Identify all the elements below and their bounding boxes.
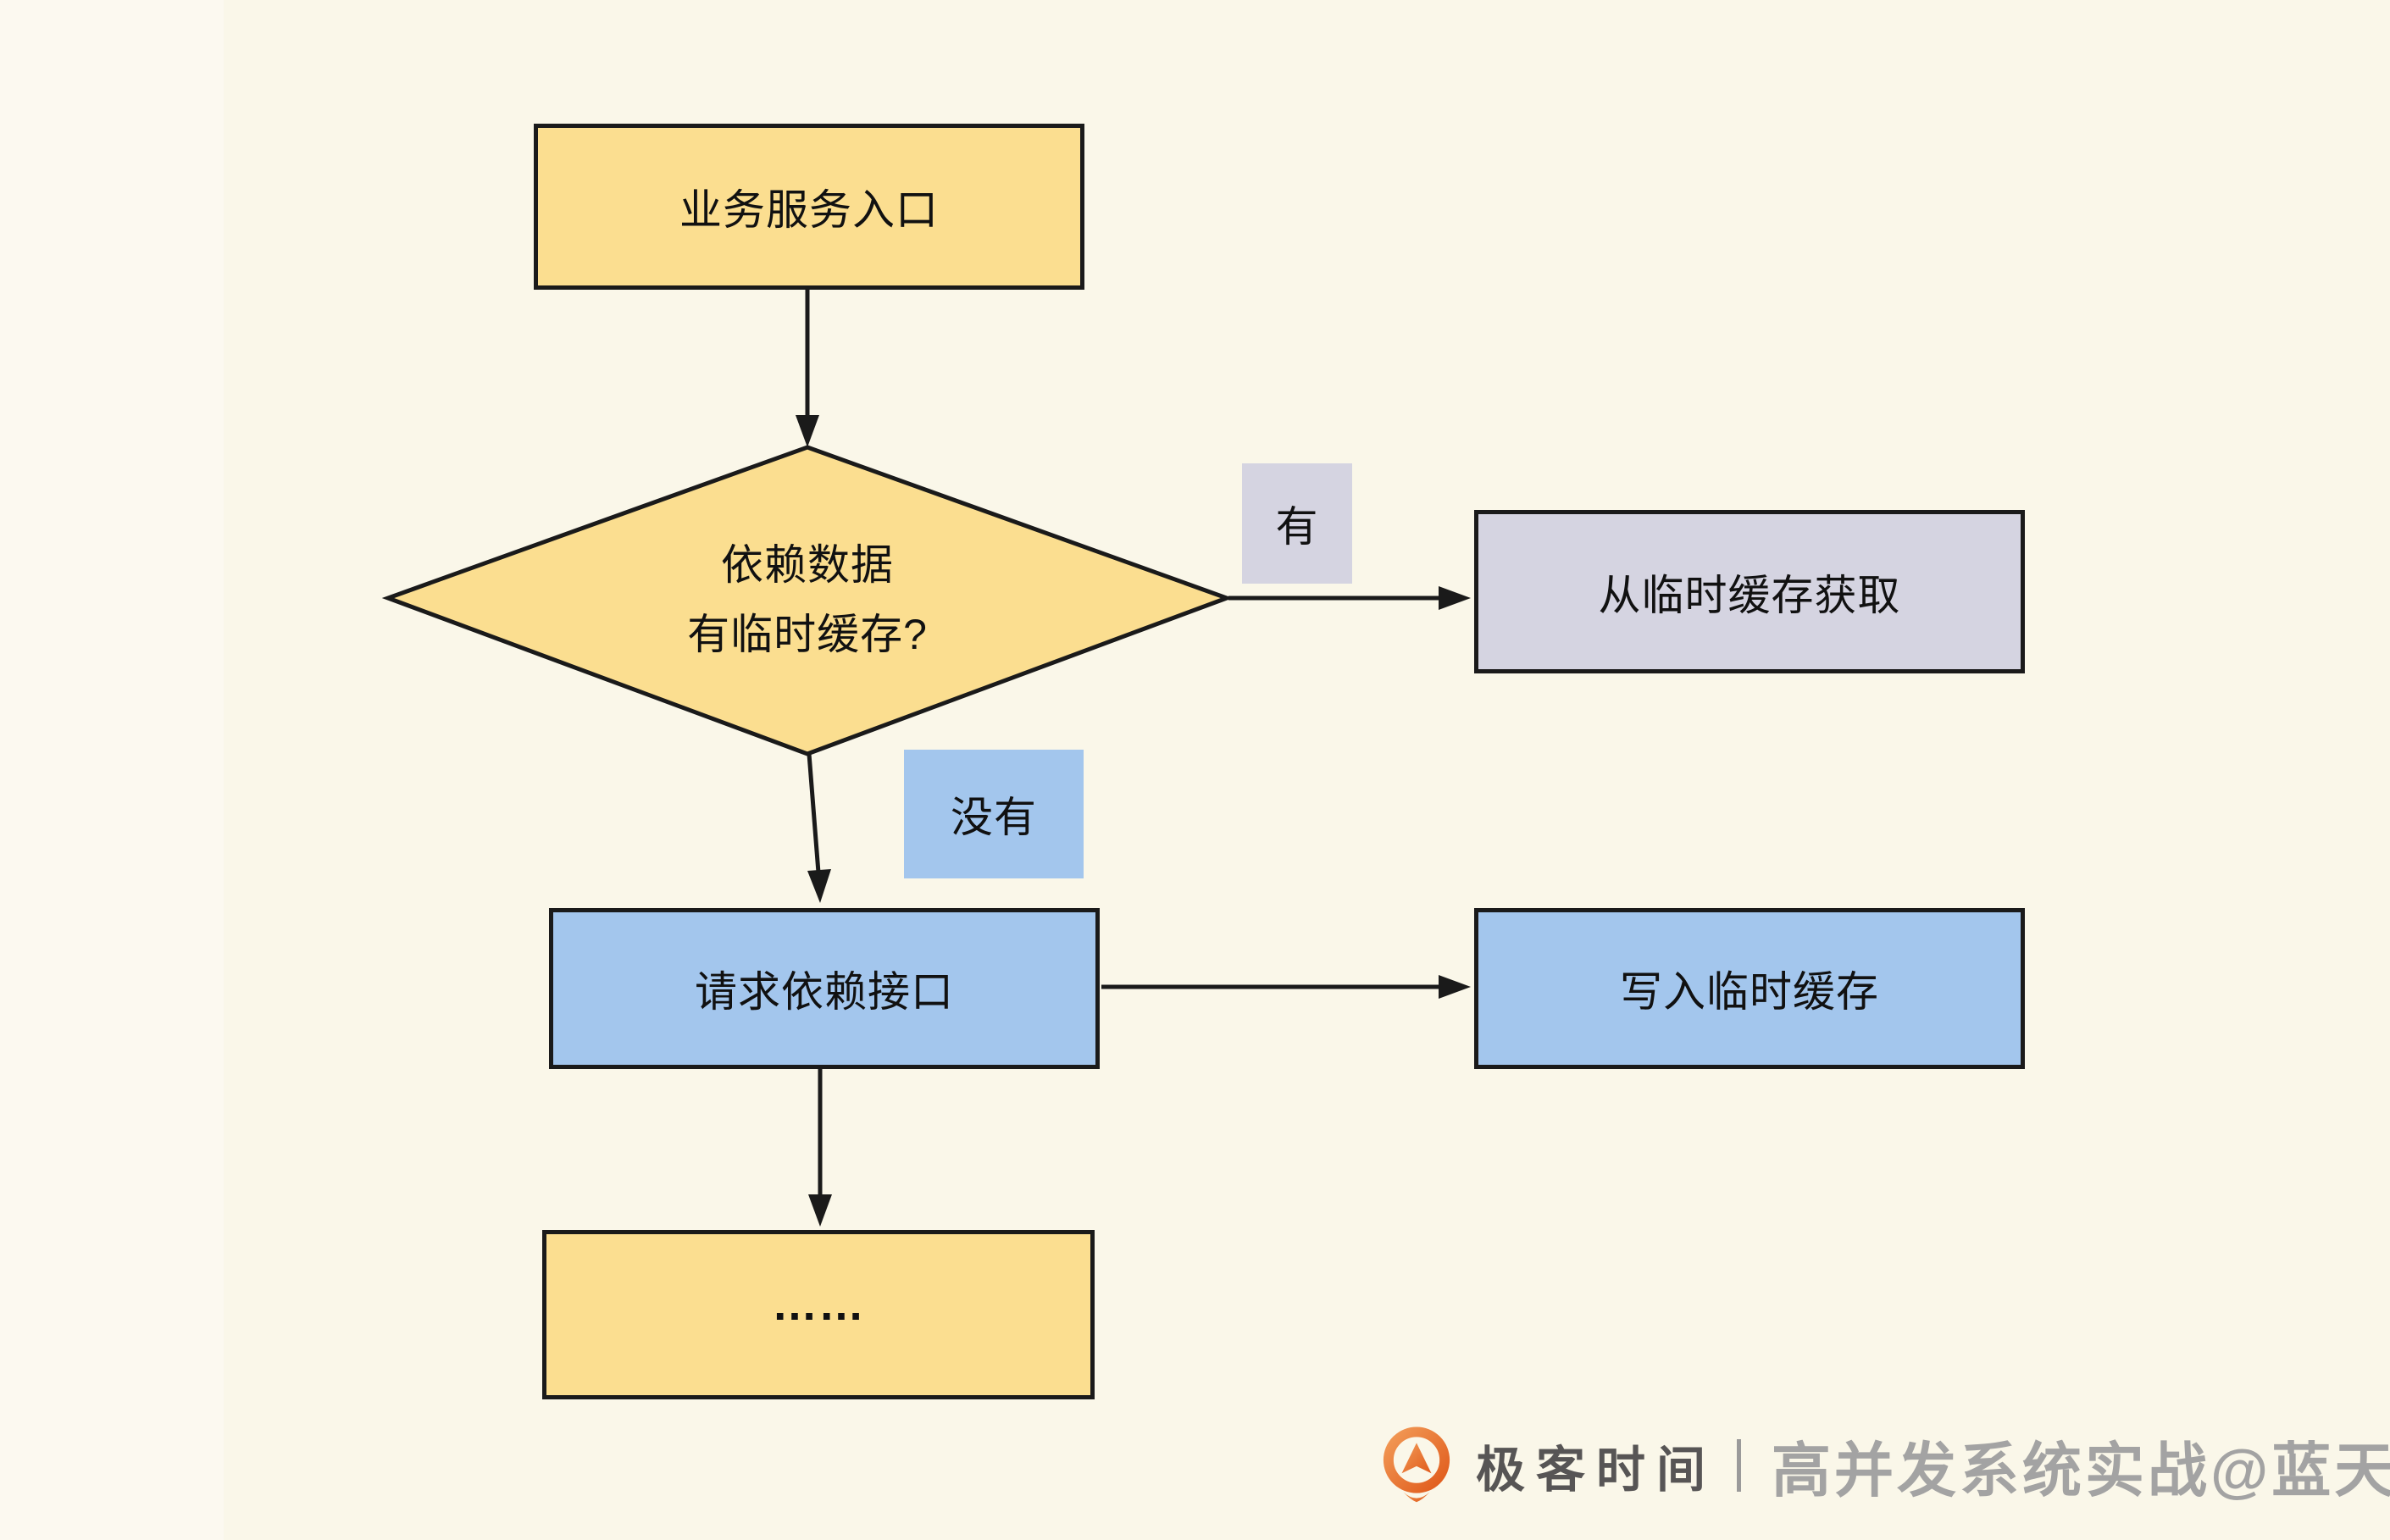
node-cache-hit-label: 从临时缓存获取 (1598, 571, 1901, 619)
node-entry: 业务服务入口 (534, 124, 1084, 290)
footer-divider-bar (1737, 1439, 1742, 1492)
footer-watermark: 高并发系统实战@蓝天 (1772, 1437, 2390, 1504)
node-request-api-label: 请求依赖接口 (695, 968, 954, 1016)
decision-label-line2: 有临时缓存? (687, 611, 928, 658)
node-request-api: 请求依赖接口 (549, 908, 1100, 1069)
node-continue: …… (542, 1230, 1095, 1399)
footer-brand: 极客时间 (1476, 1443, 1717, 1498)
arrowhead-decision-to-request (807, 869, 831, 903)
edge-label-yes-text: 有 (1275, 503, 1319, 551)
geektime-logo-icon (1383, 1426, 1450, 1503)
node-entry-label: 业务服务入口 (679, 186, 939, 234)
node-write-cache: 写入临时缓存 (1474, 908, 2025, 1069)
footer-brand-bar: 极客时间 高并发系统实战@蓝天 (1378, 1415, 2390, 1516)
node-continue-label: …… (772, 1279, 865, 1330)
node-write-cache-label: 写入临时缓存 (1620, 968, 1879, 1016)
arrowhead-decision-to-cache-hit (1439, 586, 1471, 610)
decision-diamond-shape (381, 445, 1234, 756)
arrowhead-entry-to-decision (796, 415, 819, 447)
edge-label-no: 没有 (904, 750, 1084, 878)
arrowhead-request-to-continue (808, 1194, 832, 1227)
edge-decision-to-request (807, 753, 821, 873)
arrowhead-request-to-write (1439, 975, 1471, 999)
node-cache-hit: 从临时缓存获取 (1474, 510, 2025, 673)
decision-label-line1: 依赖数据 (721, 541, 894, 589)
edge-label-no-text: 没有 (951, 794, 1037, 841)
background-left-strip (0, 0, 224, 1540)
node-decision-label: 依赖数据 有临时缓存? (553, 515, 1062, 684)
edge-label-yes: 有 (1242, 463, 1352, 584)
